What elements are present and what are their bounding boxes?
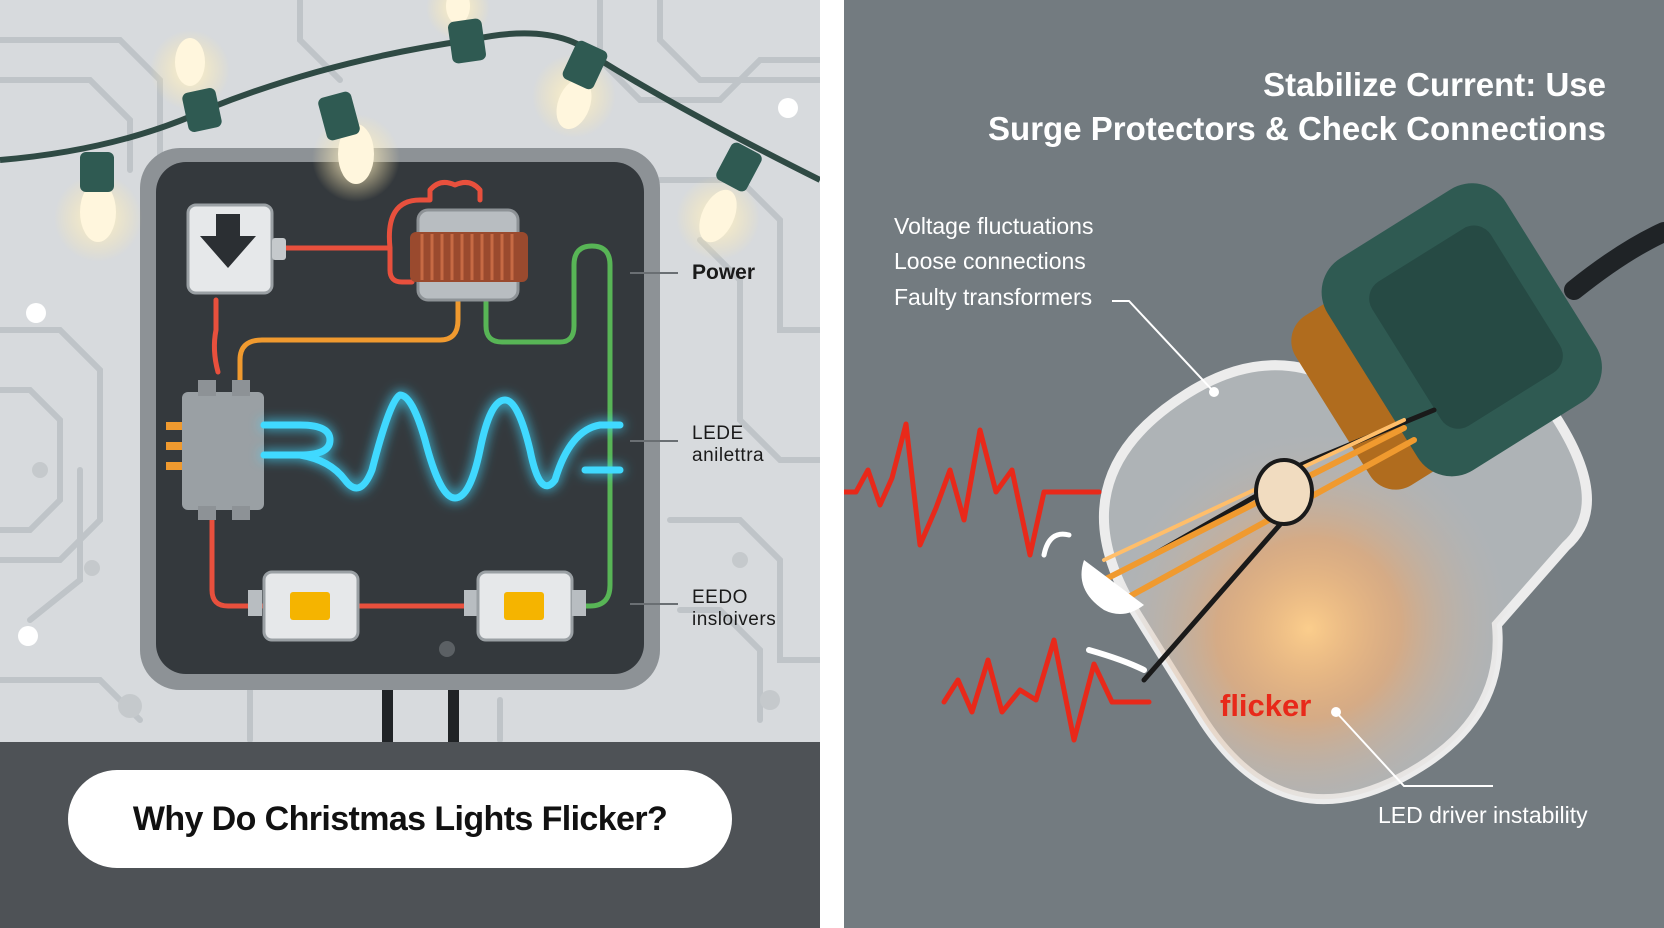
circuit-box <box>156 162 644 674</box>
voltage-spike-line-upper <box>844 421 1102 558</box>
panel-divider <box>820 0 844 928</box>
led-label-line1: LEDE <box>692 423 744 444</box>
string-light-bulbs <box>54 0 762 262</box>
eedo-label-line2: insloivers <box>692 609 777 630</box>
eedo-label-line1: EEDO <box>692 587 748 608</box>
cause-faulty-transformers: Faulty transformers <box>894 284 1093 310</box>
bulb-panel: Stabilize Current: Use Surge Protectors … <box>844 0 1664 928</box>
heading-line2: Surge Protectors & Check Connections <box>988 110 1606 147</box>
voltage-spike-line-lower <box>941 637 1152 743</box>
controller-chip-icon <box>166 380 264 520</box>
cause-voltage-fluctuations: Voltage fluctuations <box>894 213 1094 239</box>
heading-line1: Stabilize Current: Use <box>1263 66 1606 103</box>
led-chip-1 <box>248 570 360 642</box>
bulb-illustration <box>844 183 1664 805</box>
circuit-panel: Power LEDE anilettra EEDO insloivers Why… <box>0 0 820 928</box>
power-label: Power <box>692 261 756 284</box>
title-banner: Why Do Christmas Lights Flicker? <box>68 770 732 868</box>
led-chip-2 <box>464 570 586 642</box>
cause-loose-connections: Loose connections <box>894 248 1086 274</box>
power-module-icon <box>186 203 286 295</box>
transformer-icon <box>410 208 528 302</box>
led-driver-label: LED driver instability <box>1378 802 1588 828</box>
flicker-waveform <box>260 391 624 502</box>
flicker-label: flicker <box>1220 688 1312 723</box>
led-label-line2: anilettra <box>692 445 765 466</box>
bulb-socket-icon <box>1291 183 1602 490</box>
page-title: Why Do Christmas Lights Flicker? <box>132 799 668 838</box>
